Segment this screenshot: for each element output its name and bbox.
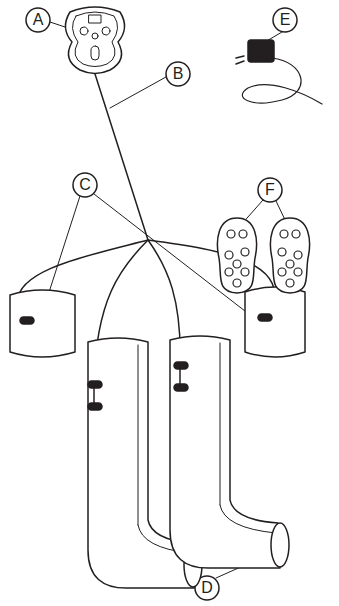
left-knee-cuff <box>10 290 75 357</box>
callout-letter: E <box>275 10 295 30</box>
controller <box>65 7 124 74</box>
right-knee-cuff <box>245 287 305 357</box>
callout-letter: C <box>75 175 95 195</box>
callout-letter: F <box>260 180 280 200</box>
callout-letter: D <box>197 578 217 598</box>
callout-letter: B <box>168 64 188 84</box>
right-leg-boot <box>170 336 289 568</box>
insoles <box>217 218 309 293</box>
callout-letter: A <box>28 10 48 30</box>
power-adapter <box>236 40 322 104</box>
